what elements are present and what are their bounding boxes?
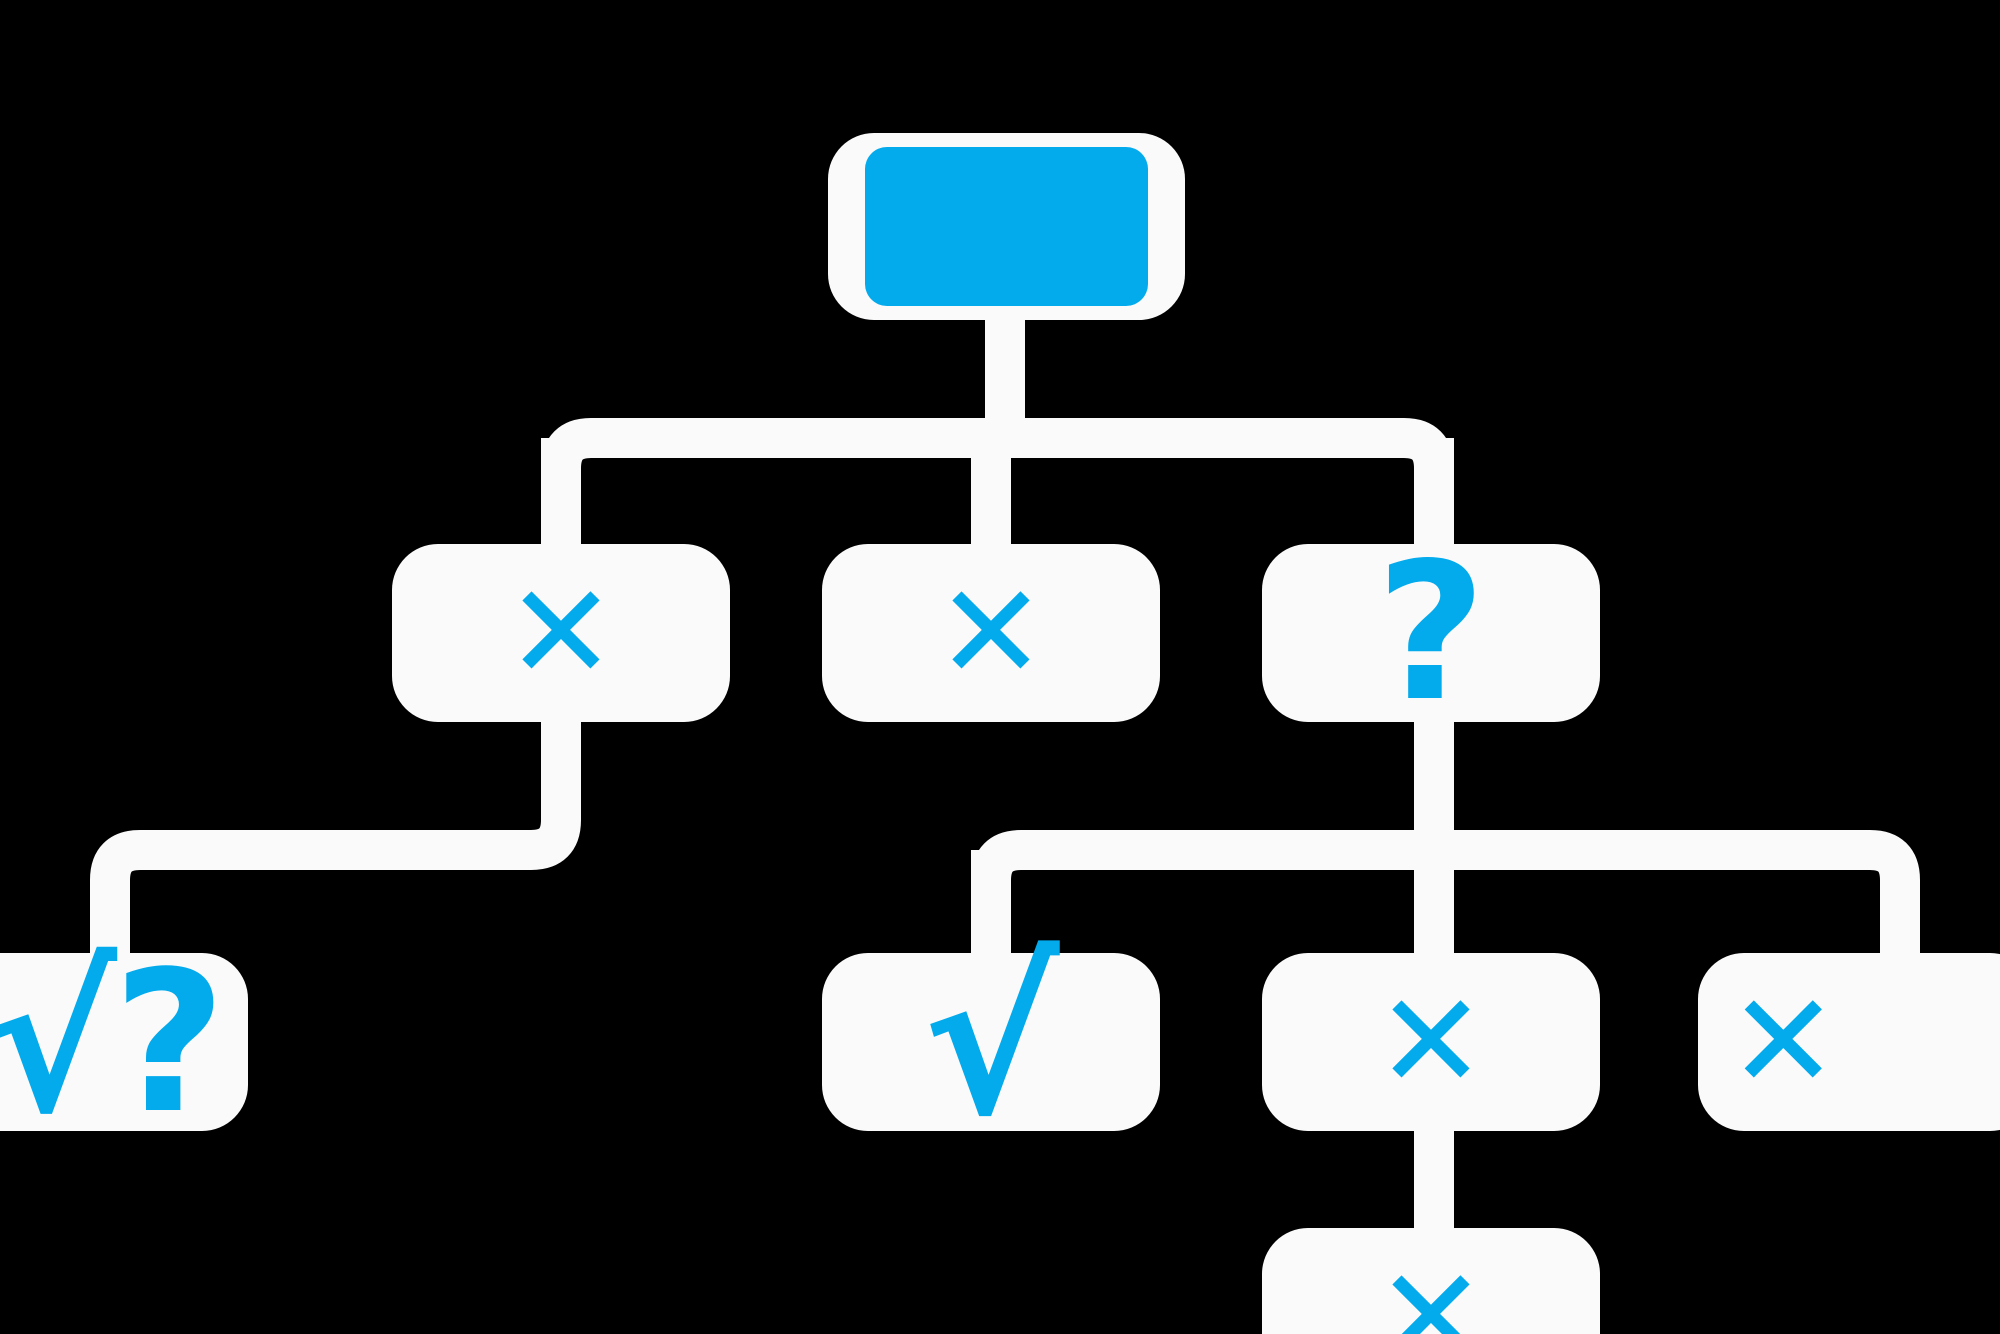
tree-node-r3-1[interactable]: √? (0, 945, 248, 1140)
cross-icon: ✕ (1728, 965, 1839, 1119)
question-mark-icon: ? (1375, 522, 1487, 743)
tree-node-r3-4[interactable]: ✕ (1698, 953, 2000, 1131)
cross-icon: ✕ (1375, 1240, 1487, 1334)
cross-icon: ✕ (1375, 965, 1487, 1119)
tree-node-root[interactable] (828, 133, 1185, 320)
tree-node-r4-1[interactable]: ✕ (1262, 1228, 1600, 1334)
cross-icon: ✕ (505, 556, 617, 710)
tree-node-r2-2[interactable]: ✕ (822, 544, 1160, 722)
check-icon: √ (922, 922, 1060, 1161)
tree-node-r2-1[interactable]: ✕ (392, 544, 730, 722)
tree-node-r3-2[interactable]: √ (822, 939, 1160, 1144)
tree-node-r2-3[interactable]: ? (1262, 538, 1600, 728)
tree-node-r3-3[interactable]: ✕ (1262, 953, 1600, 1131)
cross-icon: ✕ (935, 556, 1047, 710)
edge-node-r2-1-to-node-r3-1 (90, 706, 581, 975)
filled-rectangle-icon (865, 147, 1148, 306)
check-question-icon: √? (0, 928, 226, 1156)
